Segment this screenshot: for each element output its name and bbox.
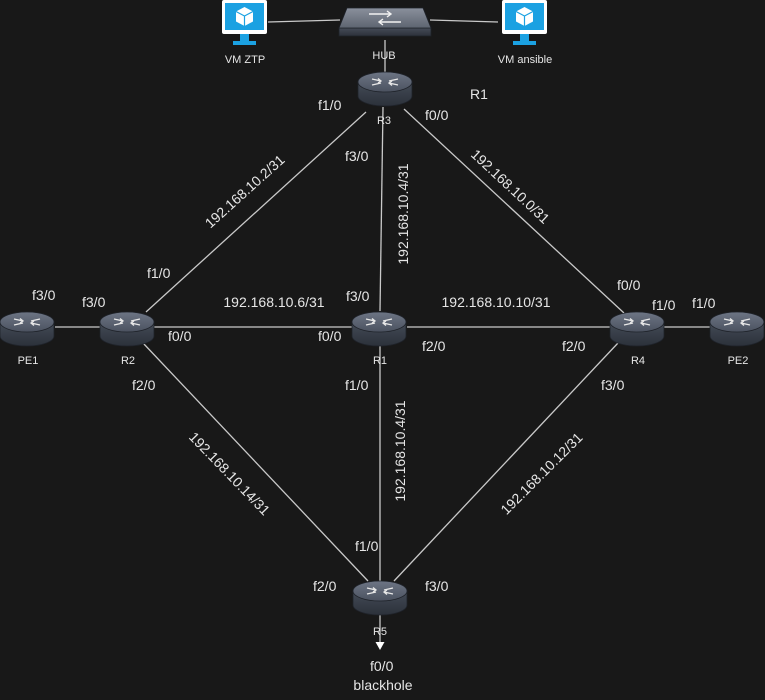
port-r5-f3: f3/0 <box>425 578 449 594</box>
link-r2-r5 <box>142 342 369 582</box>
arrowhead-icon <box>375 642 385 650</box>
port-r5-f0: f0/0 <box>370 658 394 674</box>
vm-ansible-icon <box>502 0 547 45</box>
port-r3-f1: f1/0 <box>318 97 342 113</box>
subnet-r3-r2: 192.168.10.2/31 <box>202 151 288 231</box>
port-r5-f2: f2/0 <box>313 578 337 594</box>
node-label-pe1: PE1 <box>18 355 39 367</box>
router-pe2-icon <box>709 311 765 347</box>
port-r2-f0: f0/0 <box>168 328 192 344</box>
port-pe1-f3: f3/0 <box>32 287 56 303</box>
port-r2-f1: f1/0 <box>147 265 171 281</box>
node-label-vm-ansible: VM ansible <box>498 54 552 66</box>
subnet-r1-r5: 192.168.10.4/31 <box>392 400 408 501</box>
port-pe2-f1: f1/0 <box>692 295 716 311</box>
router-r4-icon <box>609 311 665 347</box>
port-r5-f1: f1/0 <box>355 538 379 554</box>
port-r4-f1: f1/0 <box>652 297 676 313</box>
node-label-vm-ztp: VM ZTP <box>225 54 265 66</box>
port-r2-f2: f2/0 <box>132 377 156 393</box>
link-r3-r1 <box>379 106 384 312</box>
port-r1-f3: f3/0 <box>346 288 370 304</box>
links <box>55 19 710 650</box>
subnet-r2-r5: 192.168.10.14/31 <box>186 429 273 519</box>
port-r1-f0: f0/0 <box>318 328 342 344</box>
link-vmztp-hub <box>267 19 341 23</box>
node-label-blackhole: blackhole <box>353 677 412 693</box>
router-r2-icon <box>99 311 155 347</box>
node-label-pe2: PE2 <box>728 355 749 367</box>
router-pe1-icon <box>0 311 55 347</box>
port-r1-f2: f2/0 <box>422 338 446 354</box>
link-r3-r4 <box>403 108 625 314</box>
router-r1-icon <box>351 311 407 347</box>
hub-switch-icon <box>338 7 432 37</box>
port-r2-f3: f3/0 <box>82 294 106 310</box>
node-label-hub: HUB <box>372 50 395 62</box>
port-r4-f3: f3/0 <box>601 377 625 393</box>
subnet-r3-r4: 192.168.10.0/31 <box>468 146 553 227</box>
port-r3-f0: f0/0 <box>425 107 449 123</box>
subnet-r2-r1: 192.168.10.6/31 <box>223 294 324 310</box>
vm-ztp-icon <box>222 0 267 45</box>
node-label-r4: R4 <box>631 355 645 367</box>
router-r5-icon <box>352 580 408 616</box>
subnet-r3-r1: 192.168.10.4/31 <box>395 163 411 264</box>
port-r1-f1: f1/0 <box>345 377 369 393</box>
port-r4-f0: f0/0 <box>617 277 641 293</box>
subnet-r4-r5: 192.168.10.12/31 <box>497 429 586 518</box>
link-r3-r2 <box>145 111 367 313</box>
link-hub-vmansible <box>429 19 499 23</box>
node-label-r5: R5 <box>373 626 387 638</box>
port-r4-f2: f2/0 <box>562 338 586 354</box>
node-label-r2: R2 <box>121 355 135 367</box>
link-r4-r5 <box>393 342 619 582</box>
subnet-r1-r4: 192.168.10.10/31 <box>442 294 551 310</box>
node-label-r1: R1 <box>373 355 387 367</box>
router-r3-icon <box>357 71 413 107</box>
port-r3-f3: f3/0 <box>345 148 369 164</box>
label-r1-top: R1 <box>470 86 488 102</box>
node-label-r3: R3 <box>377 115 391 127</box>
